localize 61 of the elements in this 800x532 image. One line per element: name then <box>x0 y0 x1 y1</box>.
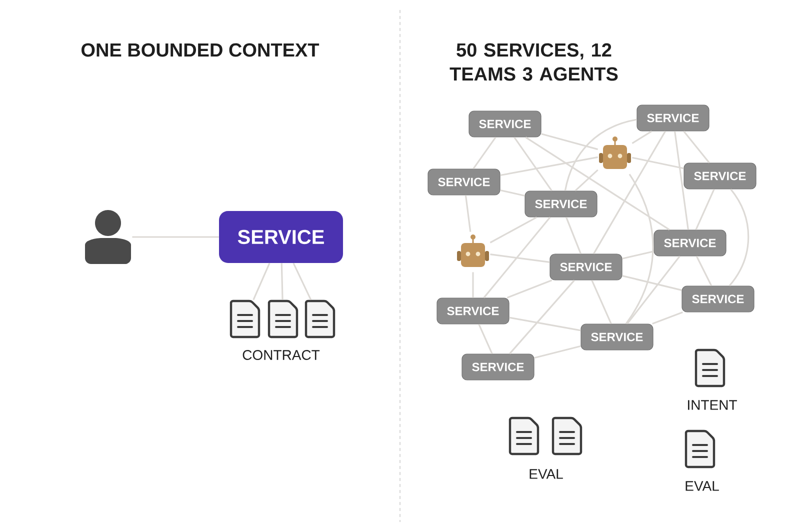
doc-label: EVAL <box>530 469 563 479</box>
connector-line <box>464 195 472 232</box>
connector-line <box>674 131 689 230</box>
connector-line <box>280 263 284 300</box>
connector-line <box>728 188 750 286</box>
connector-line <box>632 156 684 170</box>
connector-line <box>509 316 581 332</box>
connector-line <box>490 216 538 244</box>
connector-line <box>472 136 496 170</box>
doc-label: INTENT <box>688 400 737 410</box>
service-box: SERVICE <box>524 190 598 218</box>
service-box: SERVICE <box>654 230 726 256</box>
connector-line <box>591 280 612 324</box>
person-icon <box>85 210 131 264</box>
connector-line <box>292 262 312 300</box>
doc-icon <box>268 300 298 338</box>
service-box: SERVICE <box>468 110 542 138</box>
doc-icon <box>304 300 336 338</box>
robot-icon <box>599 136 631 169</box>
connector-line <box>625 174 654 324</box>
connector-line <box>252 262 270 300</box>
robot-icon <box>457 234 489 267</box>
service-box: SERVICE <box>550 254 622 280</box>
heading: ONE BOUNDED CONTEXT <box>82 43 320 57</box>
doc-icon <box>230 300 260 338</box>
connector-line <box>509 280 575 354</box>
service-box: SERVICE <box>636 104 710 132</box>
connector-line <box>566 217 582 254</box>
service-box: SERVICE <box>684 162 756 190</box>
connector-line <box>525 136 670 230</box>
doc-label: EVAL <box>686 481 719 491</box>
connector-line <box>593 130 666 254</box>
connector-line <box>683 130 710 164</box>
connector-line <box>132 236 219 238</box>
doc-label: CONTRACT <box>242 350 320 360</box>
service-box: SERVICE <box>462 354 534 380</box>
connector-line <box>506 280 552 298</box>
connector-line <box>652 312 683 324</box>
connector-line <box>514 136 552 192</box>
connector-line <box>483 216 551 298</box>
connector-line <box>478 324 493 354</box>
connector-line <box>541 133 598 150</box>
connector-line <box>626 256 680 324</box>
connector-line <box>534 345 581 359</box>
connector-line <box>490 253 550 263</box>
service-box: SERVICE <box>428 168 500 196</box>
service-box: SERVICE <box>580 324 654 350</box>
connector-line <box>472 272 474 298</box>
service-box: SERVICE <box>219 211 343 263</box>
connector-line <box>500 156 598 176</box>
connector-line <box>564 118 637 191</box>
connector-line <box>574 169 598 192</box>
connector-line <box>632 130 652 144</box>
connector-line <box>500 189 525 197</box>
service-box: SERVICE <box>436 298 510 324</box>
heading: 50 SERVICES, 12 TEAMS 3 AGENTS <box>450 43 618 81</box>
connector-line <box>622 250 654 260</box>
connector-line <box>696 256 712 286</box>
connector-line <box>622 275 682 291</box>
service-box: SERVICE <box>682 286 754 312</box>
connector-line <box>695 188 715 230</box>
